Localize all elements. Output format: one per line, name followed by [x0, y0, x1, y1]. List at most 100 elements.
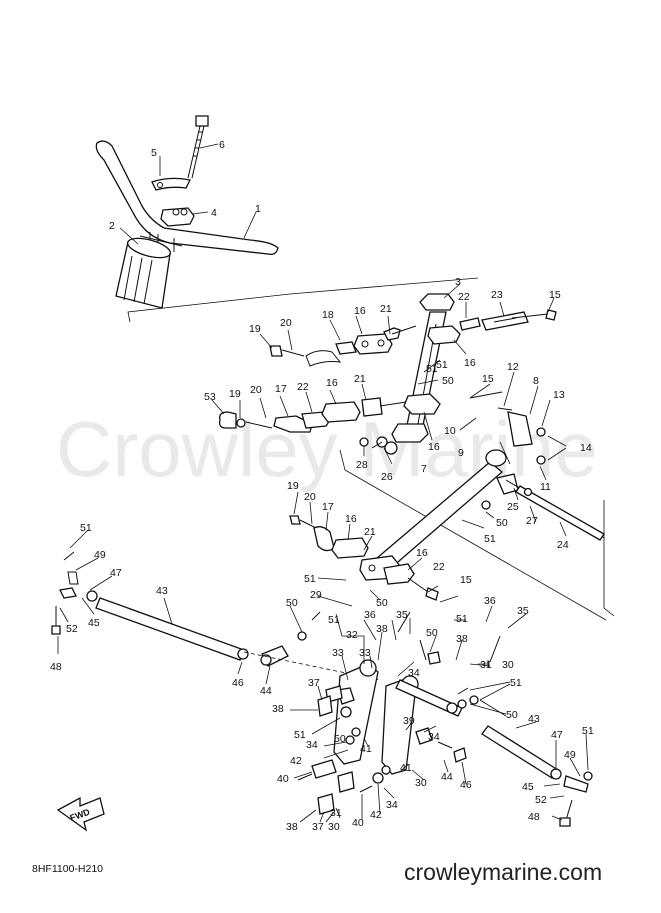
callout-26: 26 — [381, 471, 393, 483]
callout-13: 13 — [553, 389, 565, 401]
callout-22b: 22 — [297, 381, 309, 393]
callout-48b: 48 — [528, 811, 540, 823]
callout-23: 23 — [491, 289, 503, 301]
callout-30b: 30 — [415, 777, 427, 789]
callout-52b: 52 — [535, 794, 547, 806]
callout-21c: 21 — [364, 526, 376, 538]
callout-32: 32 — [346, 629, 358, 641]
leader-lines — [57, 143, 589, 823]
callout-51c: 51 — [80, 522, 92, 534]
callout-15b: 15 — [482, 373, 494, 385]
callout-38b: 38 — [456, 633, 468, 645]
callout-41a: 41 — [360, 743, 372, 755]
callout-40b: 40 — [352, 817, 364, 829]
callout-16d: 16 — [428, 441, 440, 453]
callout-25: 25 — [507, 501, 519, 513]
callout-40a: 40 — [277, 773, 289, 785]
tie-rod-right — [481, 725, 593, 827]
callout-48a: 48 — [50, 661, 62, 673]
callout-44b: 44 — [441, 771, 453, 783]
callout-52a: 52 — [66, 623, 78, 635]
callout-33b: 33 — [359, 647, 371, 659]
callout-49b: 49 — [564, 749, 576, 761]
callout-numbers: 1 2 3 4 5 6 7 8 9 10 11 12 13 14 15 15 1… — [50, 139, 594, 833]
callout-9: 9 — [458, 447, 464, 459]
callout-37b: 37 — [312, 821, 324, 833]
callout-16f: 16 — [416, 547, 428, 559]
clamp-bracket — [151, 177, 191, 191]
tie-rod-end-44 — [260, 645, 289, 667]
bolts-right — [297, 611, 501, 763]
callout-11: 11 — [540, 481, 551, 493]
callout-29: 29 — [310, 589, 322, 601]
callout-47b: 47 — [551, 729, 563, 741]
callout-36a: 36 — [364, 609, 376, 621]
callout-34a: 34 — [408, 667, 420, 679]
callout-10: 10 — [444, 425, 456, 437]
callout-38a: 38 — [376, 623, 388, 635]
callout-16b: 16 — [464, 357, 476, 369]
callout-42a: 42 — [290, 755, 302, 767]
callout-30c: 30 — [328, 821, 340, 833]
grip — [115, 237, 172, 309]
callout-12: 12 — [507, 361, 519, 373]
callout-27: 27 — [526, 515, 538, 527]
callout-7: 7 — [421, 463, 427, 475]
callout-43a: 43 — [156, 585, 168, 597]
callout-17a: 17 — [275, 383, 287, 395]
pitman-arm-left — [325, 659, 379, 765]
callout-49a: 49 — [94, 549, 106, 561]
callout-46a: 46 — [232, 677, 244, 689]
callout-38c: 38 — [272, 703, 284, 715]
callout-44a: 44 — [260, 685, 272, 697]
callout-18: 18 — [322, 309, 334, 321]
callout-45b: 45 — [522, 781, 534, 793]
callout-24: 24 — [557, 539, 569, 551]
callout-39: 39 — [403, 715, 415, 727]
callout-22a: 22 — [458, 291, 470, 303]
link-plates-upper — [459, 309, 557, 331]
callout-21b: 21 — [354, 373, 366, 385]
callout-42b: 42 — [370, 809, 382, 821]
pitman-arm-right — [381, 675, 463, 775]
callout-51i: 51 — [582, 725, 594, 737]
callout-38d: 38 — [286, 821, 298, 833]
callout-50f: 50 — [506, 709, 518, 721]
callout-2: 2 — [109, 220, 115, 232]
callout-28: 28 — [356, 459, 368, 471]
callout-35b: 35 — [517, 605, 529, 617]
diagram-code: 8HF1100-H210 — [32, 863, 103, 875]
callout-21a: 21 — [380, 303, 392, 315]
main-shaft — [368, 449, 605, 575]
callout-51f: 51 — [456, 613, 468, 625]
callout-41b: 41 — [400, 762, 412, 774]
middle-linkage — [218, 397, 407, 433]
bolt-6 — [187, 115, 209, 179]
callout-53: 53 — [204, 391, 216, 403]
callout-14: 14 — [580, 442, 592, 454]
callout-50d: 50 — [286, 597, 298, 609]
callout-31b: 31 — [330, 807, 342, 819]
callout-15a: 15 — [549, 289, 561, 301]
callout-22c: 22 — [433, 561, 445, 573]
callout-50b: 50 — [496, 517, 508, 529]
fwd-arrow-icon: FWD — [56, 796, 105, 832]
callout-43b: 43 — [528, 713, 540, 725]
bushings-lower — [311, 695, 391, 815]
callout-34d: 34 — [386, 799, 398, 811]
callout-8: 8 — [533, 375, 539, 387]
tie-rod-left — [51, 551, 249, 661]
callout-50a: 50 — [442, 375, 454, 387]
callout-46b: 46 — [460, 779, 472, 791]
callout-33a: 33 — [332, 647, 344, 659]
callout-31a: 31 — [480, 659, 492, 671]
callout-51h: 51 — [294, 729, 306, 741]
callout-50g: 50 — [334, 733, 346, 745]
callout-19c: 19 — [287, 480, 299, 492]
website-url: crowleymarine.com — [404, 859, 602, 885]
callout-16e: 16 — [345, 513, 357, 525]
callout-50e: 50 — [426, 627, 438, 639]
callout-17b: 17 — [322, 501, 334, 513]
callout-30a: 30 — [502, 659, 514, 671]
callout-20b: 20 — [250, 384, 262, 396]
